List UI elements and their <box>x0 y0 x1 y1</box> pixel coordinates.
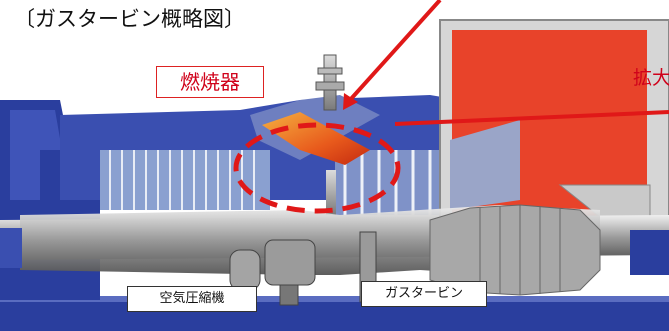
intake-housing-panel <box>10 110 62 200</box>
enlarged-leader-line <box>394 110 669 126</box>
compressor-blades <box>100 150 270 210</box>
combustor-label: 燃焼器 <box>156 66 264 98</box>
flame <box>262 112 370 165</box>
turbine-label: ガスタービン <box>361 281 487 307</box>
exhaust-housing <box>439 19 669 241</box>
arrow-to-combustor <box>343 0 442 110</box>
diagram-caption: 〔ガスタービン概略図〕 <box>14 7 245 31</box>
left-flange <box>0 228 22 268</box>
base-frame-stripe <box>0 296 669 302</box>
combustor-highlight-ellipse <box>233 122 401 214</box>
rotor-shaft <box>0 204 669 296</box>
right-flange <box>630 230 669 275</box>
compressor-label: 空気圧縮機 <box>127 286 257 312</box>
enlarged-label: 拡大 <box>633 67 669 89</box>
base-frame <box>0 300 669 331</box>
